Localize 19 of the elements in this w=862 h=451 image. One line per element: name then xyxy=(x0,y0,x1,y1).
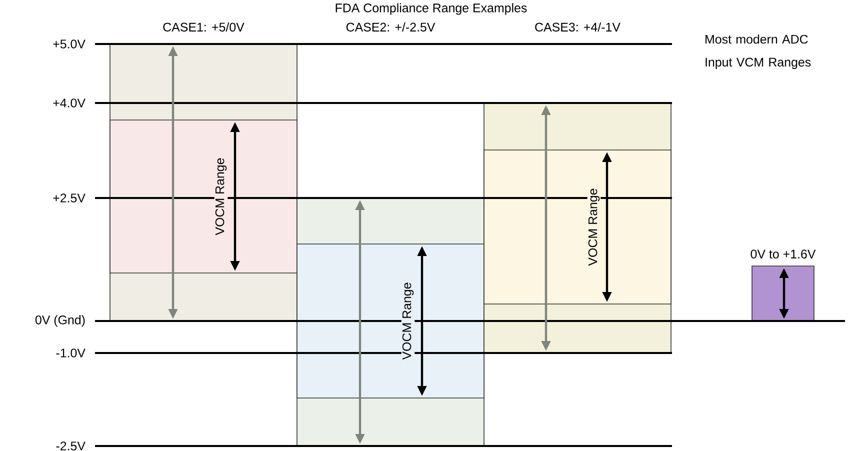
adc-range-box xyxy=(752,266,814,322)
range-caption: 0V to +1.6V xyxy=(750,250,816,258)
range-label: VOCM Range xyxy=(587,187,601,267)
voltage-label: +2.5V xyxy=(53,194,86,202)
voltage-label: +4.0V xyxy=(53,98,86,108)
range-label: VOCM Range xyxy=(401,281,415,361)
voltage-label: -2.5V xyxy=(56,442,86,450)
diagram-title: FDA Compliance Range Examples xyxy=(336,3,527,15)
range-box xyxy=(110,120,298,274)
case-heading: CASE3: +4/-1V xyxy=(535,22,620,32)
case-heading: CASE1: +5/0V xyxy=(163,22,244,32)
case-heading: CASE2: +/-2.5V xyxy=(346,22,436,32)
voltage-label: +5.0V xyxy=(53,40,86,48)
voltage-label: -1.0V xyxy=(56,348,86,358)
range-box xyxy=(484,150,672,304)
voltage-label: 0V (Gnd) xyxy=(35,315,85,327)
range-label: VOCM Range xyxy=(214,156,228,236)
side-heading: Most modern ADC Input VCM Ranges xyxy=(706,34,811,70)
range-box xyxy=(296,244,484,398)
